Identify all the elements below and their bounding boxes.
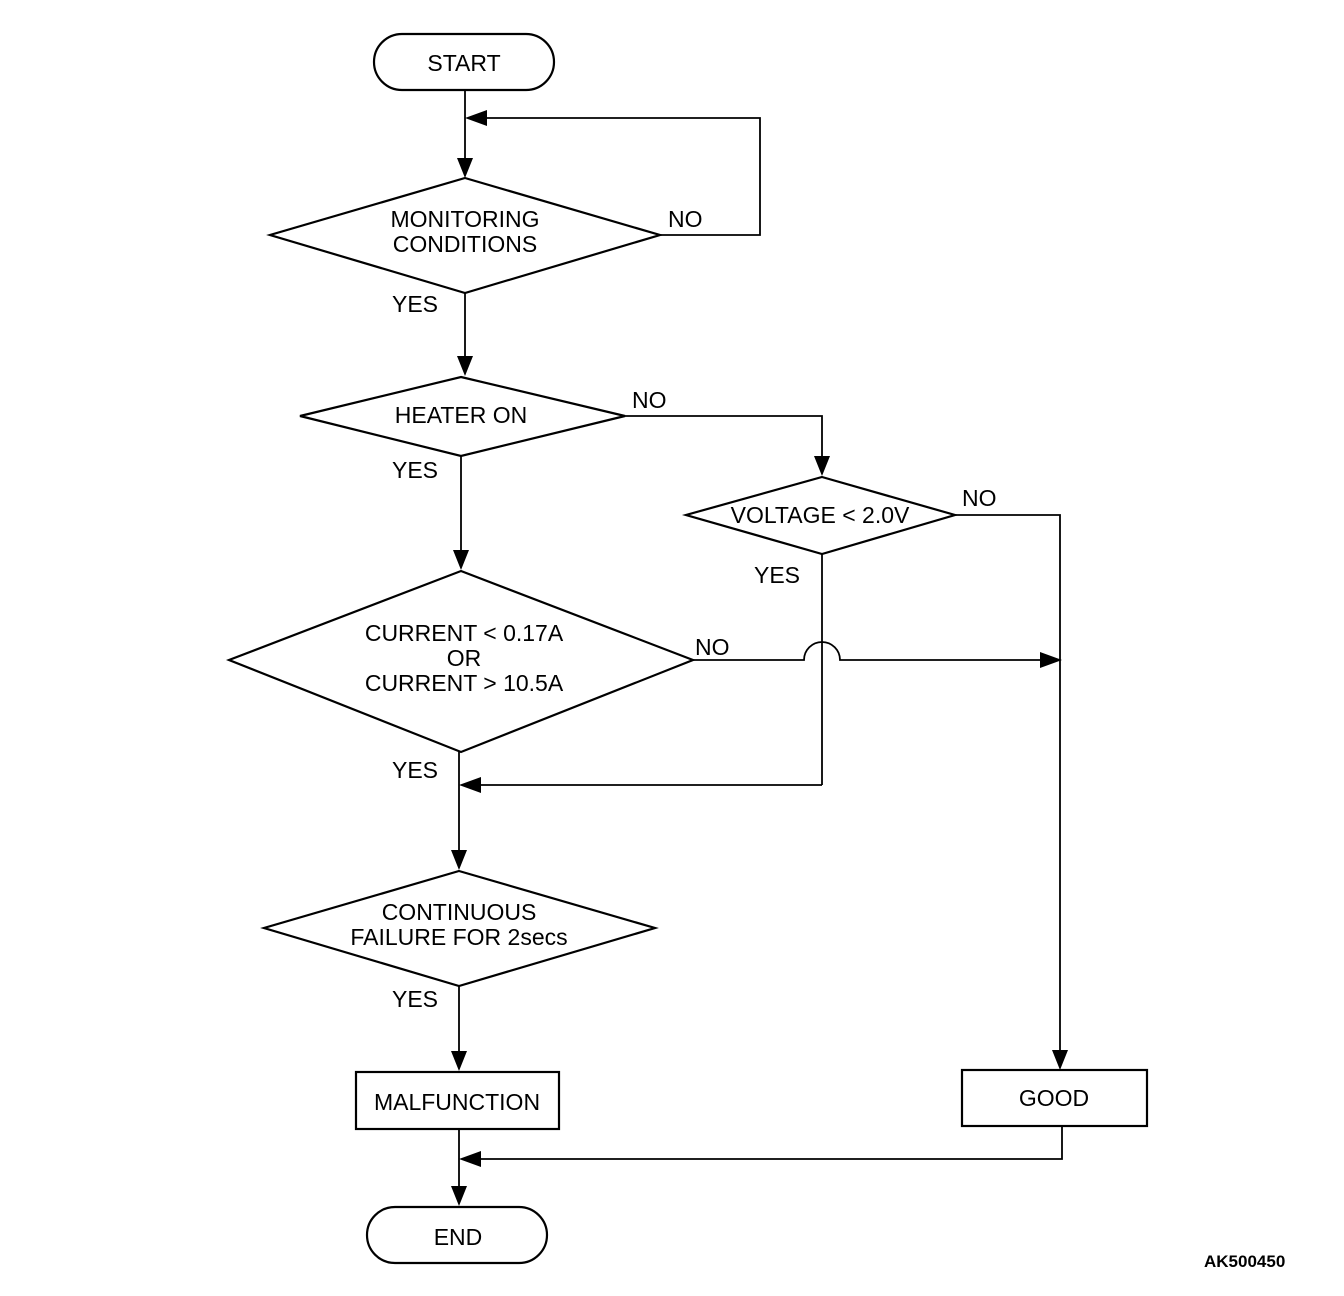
end-label: END <box>434 1224 483 1250</box>
continuous-label-line1: CONTINUOUS <box>382 899 537 925</box>
figure-code: AK500450 <box>1204 1252 1285 1271</box>
monitoring-label-line2: CONDITIONS <box>393 231 537 257</box>
arrowhead-voltage-in <box>814 456 830 476</box>
start-label: START <box>427 50 500 76</box>
continuous-failure-decision <box>260 869 659 988</box>
end-node <box>365 1205 549 1265</box>
current-no-label: NO <box>695 634 730 660</box>
monitoring-yes-label: YES <box>392 291 438 317</box>
connector-voltage-no-good <box>955 514 1061 1052</box>
start-node <box>372 32 556 92</box>
arrowhead-merge <box>459 777 481 793</box>
good-box <box>960 1068 1149 1128</box>
voltage-decision <box>681 475 959 556</box>
connector-current-no-good <box>693 641 1042 661</box>
current-label-line1: CURRENT < 0.17A <box>365 620 564 646</box>
arrowhead-current-in <box>453 550 469 570</box>
heater-no-label: NO <box>632 387 667 413</box>
monitoring-no-label: NO <box>668 206 703 232</box>
good-label: GOOD <box>1019 1085 1089 1111</box>
continuous-label-line2: FAILURE FOR 2secs <box>350 924 567 950</box>
monitoring-label-line1: MONITORING <box>390 206 539 232</box>
arrowhead-good-in <box>1052 1050 1068 1070</box>
malfunction-box <box>354 1070 561 1131</box>
current-decision <box>225 569 697 754</box>
malfunction-label: MALFUNCTION <box>374 1089 540 1115</box>
arrowhead-good-return <box>459 1151 481 1167</box>
heater-yes-label: YES <box>392 457 438 483</box>
arrowhead-continuous-in <box>451 850 467 870</box>
connector-good-end <box>478 1126 1063 1160</box>
heater-on-decision <box>299 375 626 458</box>
voltage-yes-label: YES <box>754 562 800 588</box>
arrowhead-monitoring-in <box>457 158 473 178</box>
connector-monitoring-no-loop <box>485 117 761 236</box>
arrowhead-current-no <box>1040 652 1062 668</box>
arrowhead-loop-return <box>465 110 487 126</box>
voltage-label: VOLTAGE < 2.0V <box>731 502 910 528</box>
monitoring-conditions-decision <box>266 176 664 295</box>
voltage-no-label: NO <box>962 485 997 511</box>
current-yes-label: YES <box>392 757 438 783</box>
arrowhead-heater-in <box>457 356 473 376</box>
arrowhead-end-in <box>451 1186 467 1206</box>
arrowhead-malfunction-in <box>451 1051 467 1071</box>
continuous-yes-label: YES <box>392 986 438 1012</box>
current-label-line3: CURRENT > 10.5A <box>365 670 564 696</box>
current-label-line2: OR <box>447 645 482 671</box>
heater-label: HEATER ON <box>395 402 527 428</box>
connector-heater-no-voltage <box>625 415 823 458</box>
